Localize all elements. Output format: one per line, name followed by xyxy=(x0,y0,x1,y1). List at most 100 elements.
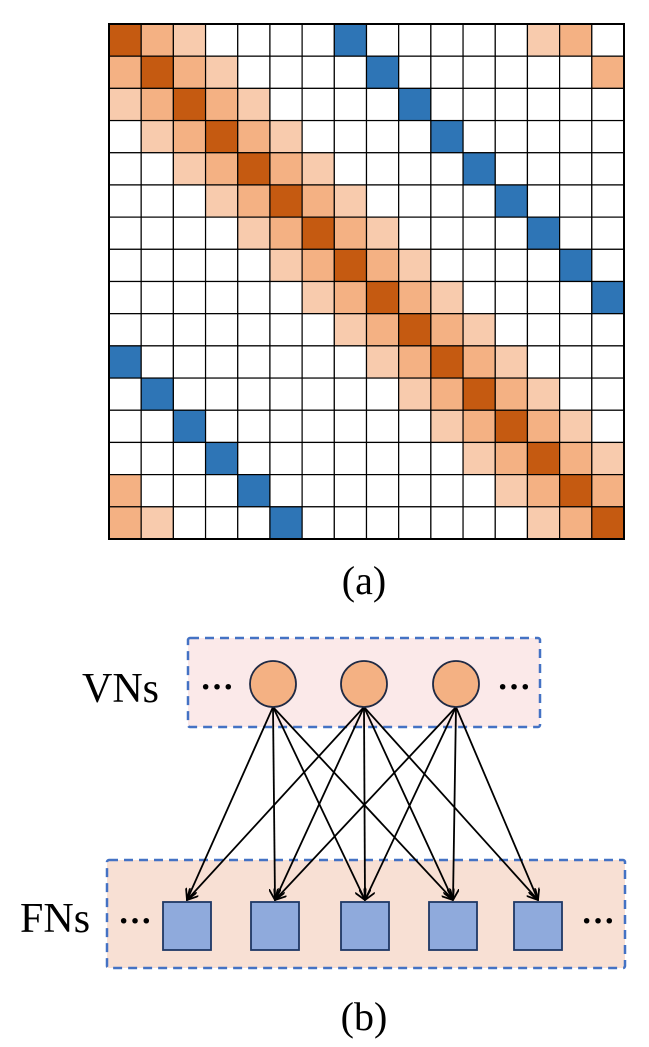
empty-cell xyxy=(140,409,174,444)
empty-cell xyxy=(430,55,464,89)
empty-cell xyxy=(430,23,464,57)
empty-cell xyxy=(526,87,561,122)
empty-cell xyxy=(237,23,271,57)
empty-cell xyxy=(559,345,593,379)
empty-cell xyxy=(237,248,271,283)
vn-ellipsis-right: ··· xyxy=(497,669,531,706)
empty-cell xyxy=(301,313,335,347)
outer-band-cell xyxy=(430,409,464,444)
empty-cell xyxy=(526,55,561,89)
empty-cell xyxy=(237,55,271,89)
blue-cell xyxy=(333,23,368,57)
empty-cell xyxy=(140,280,174,315)
edge-arrow xyxy=(363,706,453,900)
outer-band-cell xyxy=(365,216,400,250)
near-diagonal-cell xyxy=(462,409,496,444)
empty-cell xyxy=(398,152,432,186)
near-diagonal-cell xyxy=(108,55,142,89)
empty-cell xyxy=(301,409,335,444)
empty-cell xyxy=(591,377,625,411)
empty-cell xyxy=(269,441,303,476)
diagonal-cell xyxy=(365,280,400,315)
empty-cell xyxy=(365,441,400,476)
near-diagonal-cell xyxy=(237,119,271,154)
factor-node xyxy=(162,901,212,951)
empty-cell xyxy=(559,184,593,218)
empty-cell xyxy=(591,87,625,122)
blue-cell xyxy=(237,474,271,508)
empty-cell xyxy=(591,216,625,250)
empty-cell xyxy=(172,345,207,379)
empty-cell xyxy=(237,377,271,411)
empty-cell xyxy=(398,506,432,540)
diagonal-cell xyxy=(204,119,239,154)
empty-cell xyxy=(237,280,271,315)
variable-node xyxy=(340,660,388,708)
empty-cell xyxy=(269,87,303,122)
near-diagonal-cell xyxy=(430,377,464,411)
near-diagonal-cell xyxy=(108,506,142,540)
matrix-border xyxy=(108,23,625,540)
empty-cell xyxy=(398,23,432,57)
edge-arrow xyxy=(272,706,453,900)
empty-cell xyxy=(398,441,432,476)
empty-cell xyxy=(172,313,207,347)
outer-band-cell xyxy=(172,152,207,186)
empty-cell xyxy=(462,216,496,250)
vns-label: VNs xyxy=(82,666,159,712)
empty-cell xyxy=(140,152,174,186)
empty-cell xyxy=(591,345,625,379)
variable-nodes xyxy=(249,660,480,708)
blue-cell xyxy=(365,55,400,89)
diagonal-cell xyxy=(108,23,142,57)
empty-cell xyxy=(494,506,529,540)
near-diagonal-cell xyxy=(172,119,207,154)
empty-cell xyxy=(333,152,368,186)
empty-cell xyxy=(140,474,174,508)
empty-cell xyxy=(559,152,593,186)
near-diagonal-cell xyxy=(140,23,174,57)
blue-cell xyxy=(398,87,432,122)
diagonal-cell xyxy=(591,506,625,540)
factor-node xyxy=(428,901,478,951)
empty-cell xyxy=(365,409,400,444)
vn-ellipsis-left: ··· xyxy=(200,669,234,706)
near-diagonal-cell xyxy=(526,474,561,508)
empty-cell xyxy=(559,280,593,315)
empty-cell xyxy=(365,23,400,57)
empty-cell xyxy=(430,441,464,476)
factor-nodes xyxy=(162,901,563,951)
empty-cell xyxy=(526,184,561,218)
empty-cell xyxy=(365,119,400,154)
empty-cell xyxy=(108,377,142,411)
empty-cell xyxy=(462,23,496,57)
edge-arrow xyxy=(363,706,538,900)
empty-cell xyxy=(494,216,529,250)
empty-cell xyxy=(398,409,432,444)
empty-cell xyxy=(301,377,335,411)
empty-cell xyxy=(269,474,303,508)
near-diagonal-cell xyxy=(204,87,239,122)
empty-cell xyxy=(398,55,432,89)
empty-cell xyxy=(494,119,529,154)
empty-cell xyxy=(430,152,464,186)
empty-cell xyxy=(301,506,335,540)
near-diagonal-cell xyxy=(559,441,593,476)
correlation-matrix xyxy=(108,23,625,540)
diagonal-cell xyxy=(140,55,174,89)
empty-cell xyxy=(204,345,239,379)
outer-band-cell xyxy=(526,23,561,57)
empty-cell xyxy=(108,248,142,283)
empty-cell xyxy=(108,409,142,444)
empty-cell xyxy=(140,313,174,347)
empty-cell xyxy=(526,345,561,379)
diagonal-cell xyxy=(430,345,464,379)
empty-cell xyxy=(140,184,174,218)
empty-cell xyxy=(108,216,142,250)
empty-cell xyxy=(108,280,142,315)
outer-band-cell xyxy=(172,23,207,57)
outer-band-cell xyxy=(301,152,335,186)
outer-band-cell xyxy=(462,441,496,476)
empty-cell xyxy=(333,87,368,122)
outer-band-cell xyxy=(301,280,335,315)
